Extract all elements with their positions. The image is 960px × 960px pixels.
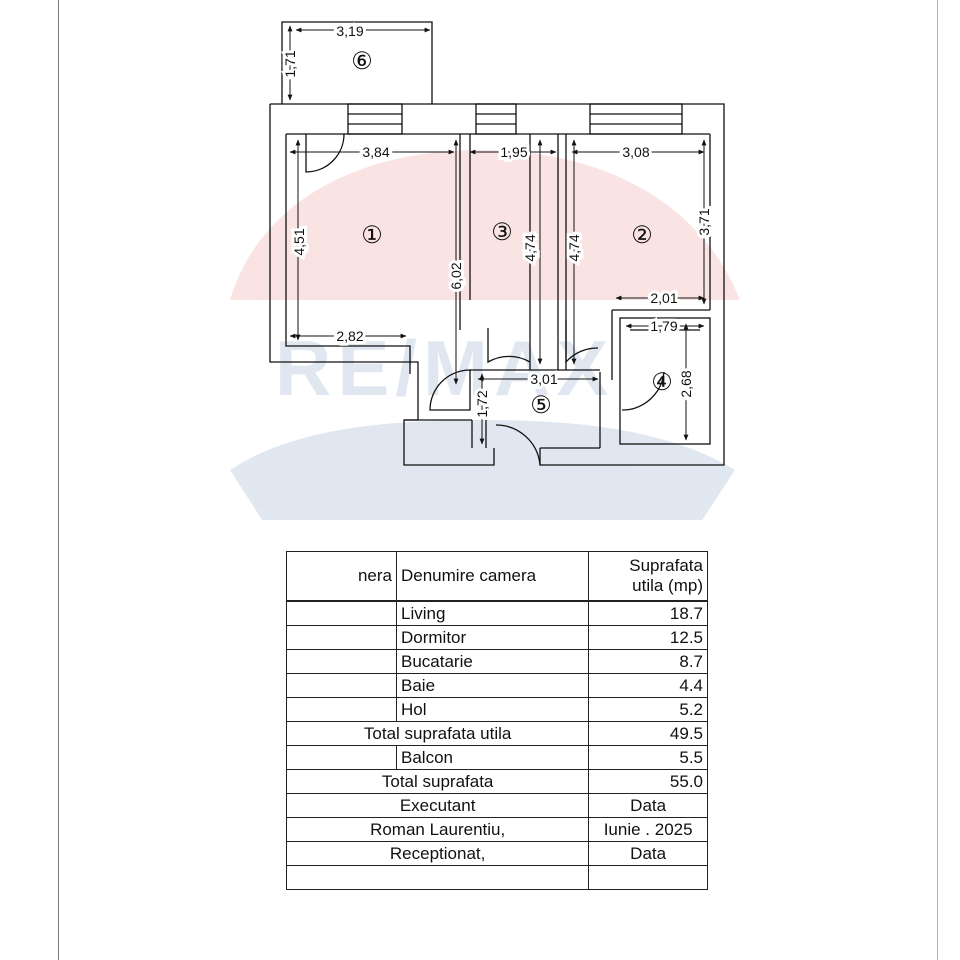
dim-dormitor-bottom: 2,01	[650, 290, 677, 306]
dim-hol-height: 1,72	[474, 390, 490, 417]
author-name: Roman Laurentiu,	[285, 817, 590, 842]
executant-row: Executant Data	[285, 793, 708, 818]
receptionat-label: Receptionat,	[285, 841, 590, 866]
row-name: Living	[395, 600, 590, 626]
dim-living-height: 4,51	[291, 228, 307, 255]
room-label-living: ①	[361, 222, 383, 249]
executant-label: Executant	[285, 793, 590, 818]
dim-dormitor-height-right: 3,71	[696, 208, 712, 235]
area-table: nera Denumire camera Suprafata utila (mp…	[285, 551, 708, 890]
table-row: Bucatarie 8.7	[286, 649, 708, 674]
dim-baie-height: 2,68	[678, 370, 694, 397]
author-date: Iunie . 2025	[588, 817, 708, 842]
dim-balcon-width: 3,19	[336, 23, 363, 39]
total-label: Total suprafata	[285, 769, 590, 794]
total-row: Total suprafata 55.0	[285, 769, 708, 794]
header-room-name: Denumire camera	[395, 551, 590, 602]
row-area: 8.7	[588, 649, 708, 674]
author-row: Roman Laurentiu, Iunie . 2025	[285, 817, 708, 842]
dim-living-top: 3,84	[362, 144, 389, 160]
floor-plan: RE/MAX	[230, 20, 740, 520]
row-name: Baie	[395, 673, 590, 698]
table-header-row: nera Denumire camera Suprafata utila (mp…	[286, 551, 708, 602]
row-number	[286, 649, 397, 674]
dim-balcon-depth: 1,71	[282, 50, 298, 77]
balcon-number	[286, 745, 397, 770]
table-row: Hol 5.2	[286, 697, 708, 722]
table-row: Living 18.7	[286, 600, 708, 626]
header-area-line1: Suprafata	[629, 556, 703, 575]
total-util-label: Total suprafata utila	[285, 721, 590, 746]
executant-date-label: Data	[588, 793, 708, 818]
row-area: 4.4	[588, 673, 708, 698]
empty-cell	[285, 865, 590, 890]
dim-baie-width: 1,79	[650, 318, 677, 334]
room-label-bucatarie: ③	[491, 219, 513, 246]
dim-dormitor-height-left: 4,74	[566, 234, 582, 261]
row-area: 5.2	[588, 697, 708, 722]
dim-bucatarie-height: 4,74	[522, 234, 538, 261]
row-number	[286, 673, 397, 698]
balcon-name: Balcon	[395, 745, 590, 770]
row-number	[286, 600, 397, 626]
dim-dormitor-top: 3,08	[622, 144, 649, 160]
doors	[305, 133, 665, 466]
dim-bucatarie-top: 1,95	[500, 144, 527, 160]
header-area: Suprafata utila (mp)	[588, 551, 708, 602]
room-label-balcon: ⑥	[351, 48, 373, 75]
balcon-row: Balcon 5.5	[286, 745, 708, 770]
row-name: Bucatarie	[395, 649, 590, 674]
receptionat-date-label: Data	[588, 841, 708, 866]
outer-walls	[269, 103, 725, 466]
balcon-area: 5.5	[588, 745, 708, 770]
dimension-lines	[287, 25, 707, 445]
empty-row	[285, 865, 708, 890]
dim-living-long: 6,02	[448, 262, 464, 289]
total-util-value: 49.5	[588, 721, 708, 746]
row-name: Hol	[395, 697, 590, 722]
room-label-hol: ⑤	[530, 392, 552, 419]
receptionat-row: Receptionat, Data	[285, 841, 708, 866]
row-area: 12.5	[588, 625, 708, 650]
watermark-text: RE/MAX	[275, 324, 614, 412]
dim-hol-width: 3,01	[530, 371, 557, 387]
header-room-number: nera	[286, 551, 397, 602]
balcony	[281, 21, 433, 104]
header-area-line2: utila (mp)	[632, 576, 703, 595]
room-label-baie: ④	[651, 369, 673, 396]
remax-watermark: RE/MAX	[230, 150, 740, 520]
total-value: 55.0	[588, 769, 708, 794]
dim-living-bottom: 2,82	[336, 328, 363, 344]
row-area: 18.7	[588, 600, 708, 626]
room-labels: ⑥ ① ③ ② ④ ⑤	[351, 48, 673, 419]
empty-cell	[588, 865, 708, 890]
page-edge-left	[58, 0, 59, 960]
total-util-row: Total suprafata utila 49.5	[285, 721, 708, 746]
room-label-dormitor: ②	[631, 222, 653, 249]
row-number	[286, 625, 397, 650]
dimension-labels: 3,19 1,71 3,84 1,95 3,08 4,51 6,02 4,74 …	[279, 20, 715, 421]
table-row: Dormitor 12.5	[286, 625, 708, 650]
row-number	[286, 697, 397, 722]
table-row: Baie 4.4	[286, 673, 708, 698]
row-name: Dormitor	[395, 625, 590, 650]
page-edge-right	[937, 0, 938, 960]
